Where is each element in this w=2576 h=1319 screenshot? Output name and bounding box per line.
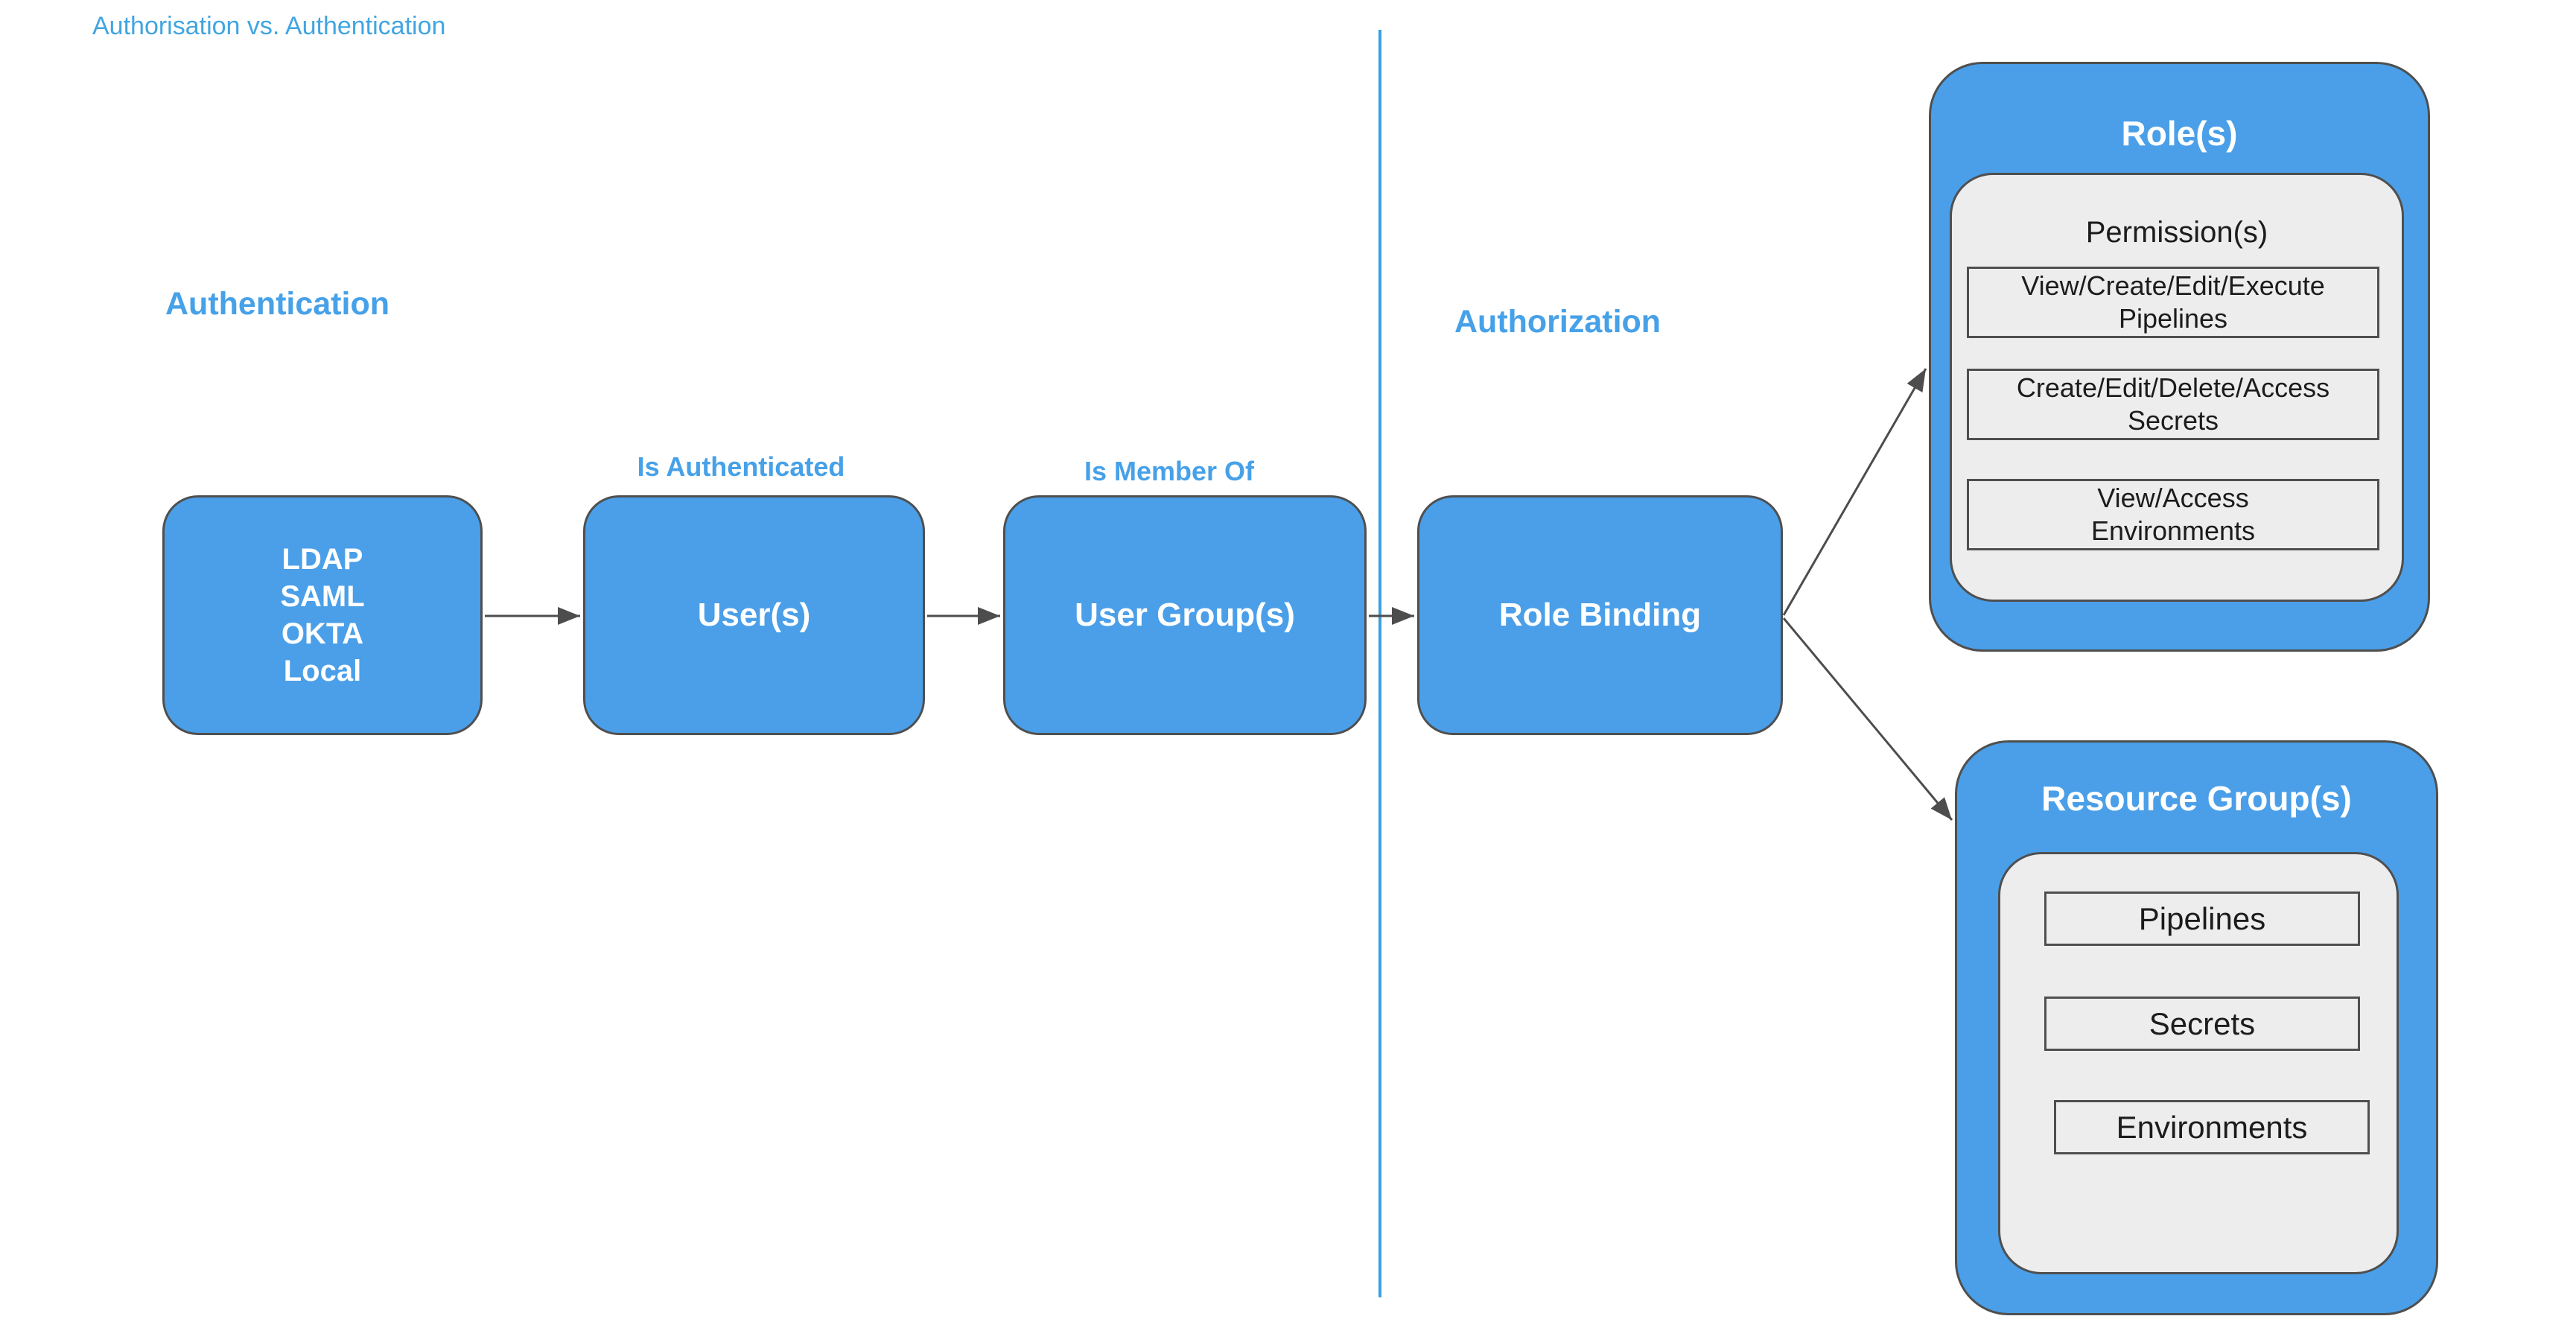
- permissions-panel: Permission(s) View/Create/Edit/Execute P…: [1950, 173, 2404, 602]
- resource-groups-container-title: Resource Group(s): [2041, 779, 2352, 818]
- idp-local-label: Local: [283, 655, 362, 687]
- idp-saml-label: SAML: [280, 580, 365, 613]
- users-box: User(s): [583, 495, 925, 735]
- authorization-heading: Authorization: [1454, 304, 1661, 340]
- resource-pipelines-box: Pipelines: [2044, 891, 2360, 946]
- resource-groups-container: Resource Group(s) Pipelines Secrets Envi…: [1955, 740, 2438, 1315]
- permission-environments-line1: View/Access: [2097, 483, 2249, 513]
- user-groups-box: User Group(s): [1003, 495, 1367, 735]
- permissions-panel-title: Permission(s): [2085, 216, 2268, 249]
- idp-okta-label: OKTA: [281, 617, 364, 650]
- permission-pipelines-line1: View/Create/Edit/Execute: [2021, 270, 2325, 301]
- permission-secrets-line1: Create/Edit/Delete/Access: [2016, 372, 2330, 403]
- role-binding-box-label: Role Binding: [1498, 597, 1702, 633]
- idp-ldap-label: LDAP: [282, 543, 363, 576]
- users-box-label: User(s): [697, 597, 811, 633]
- permission-secrets-line2: Secrets: [2127, 405, 2219, 436]
- edge-label-is-authenticated: Is Authenticated: [637, 451, 845, 482]
- resource-environments-box: Environments: [2054, 1100, 2370, 1154]
- permission-environments-line2: Environments: [2090, 515, 2256, 546]
- authentication-heading: Authentication: [165, 286, 389, 322]
- permission-pipelines-line2: Pipelines: [2118, 303, 2228, 334]
- resource-groups-panel: Pipelines Secrets Environments: [1998, 852, 2399, 1274]
- permission-pipelines-box: View/Create/Edit/Execute Pipelines: [1967, 267, 2379, 338]
- edge-label-is-member-of: Is Member Of: [1084, 456, 1255, 486]
- arrow-role-binding-to-roles: [1782, 368, 1927, 616]
- permission-environments-box: View/Access Environments: [1967, 479, 2379, 550]
- page-title: Authorisation vs. Authentication: [92, 12, 446, 40]
- section-divider-line: [1378, 30, 1381, 1297]
- role-binding-box: Role Binding: [1417, 495, 1783, 735]
- user-groups-box-label: User Group(s): [1075, 597, 1295, 633]
- roles-container: Role(s) Permission(s) View/Create/Edit/E…: [1929, 62, 2430, 652]
- identity-providers-box: LDAP SAML OKTA Local: [162, 495, 483, 735]
- resource-secrets-box: Secrets: [2044, 997, 2360, 1051]
- identity-providers-list: LDAP SAML OKTA Local: [280, 541, 364, 690]
- arrow-role-binding-to-resource-groups: [1782, 617, 1953, 821]
- permission-secrets-box: Create/Edit/Delete/Access Secrets: [1967, 369, 2379, 440]
- roles-container-title: Role(s): [2121, 114, 2238, 153]
